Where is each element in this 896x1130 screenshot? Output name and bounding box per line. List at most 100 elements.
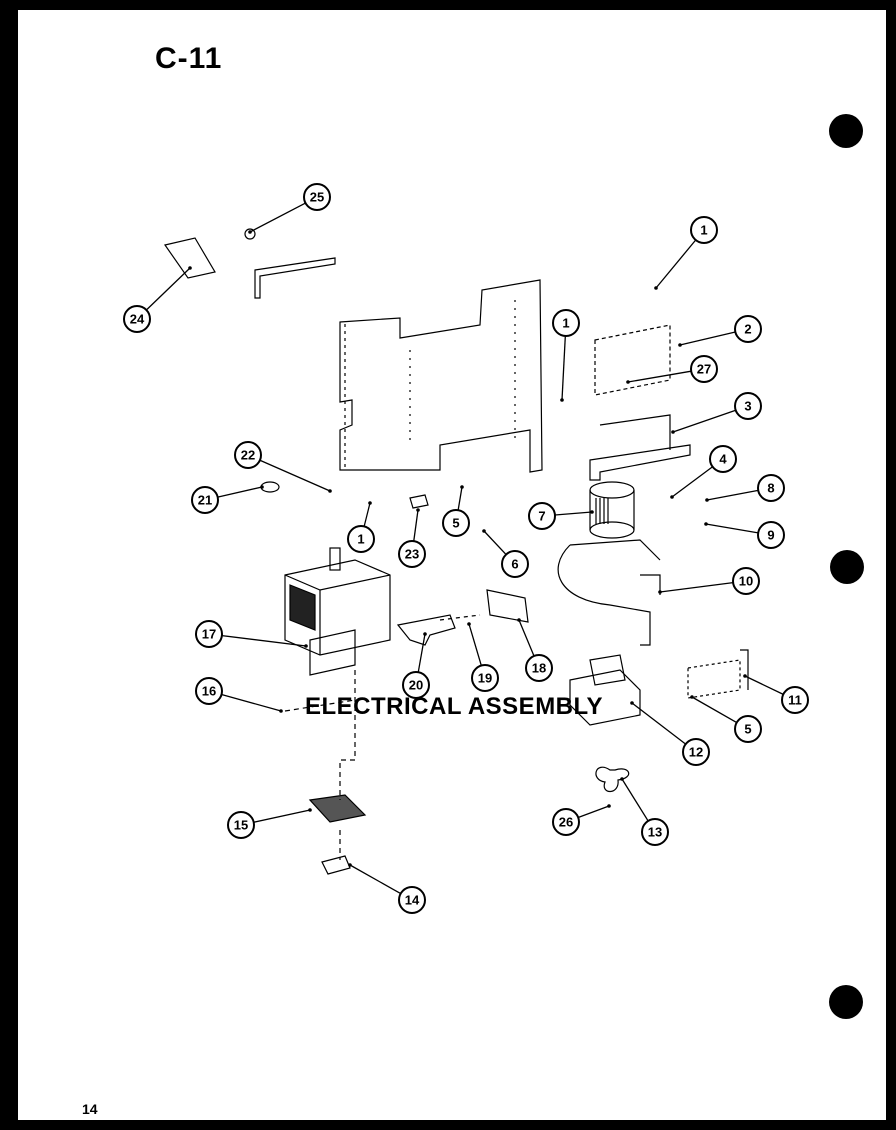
- callout-20: 20: [402, 632, 430, 699]
- leader-line: [249, 202, 306, 233]
- leader-line: [631, 702, 687, 745]
- part-15-grille: [308, 794, 367, 823]
- callout-circle: [195, 620, 223, 648]
- callout-circle: [471, 664, 499, 692]
- leader-line: [561, 335, 566, 401]
- callout-label: 15: [234, 818, 248, 833]
- leader-tip: [517, 618, 521, 622]
- callout-circle: [402, 671, 430, 699]
- callout-5: 5: [442, 485, 470, 537]
- binder-hole-middle: [830, 550, 864, 584]
- leader-tip: [248, 230, 252, 234]
- callout-circle: [552, 808, 580, 836]
- callout-circle: [442, 509, 470, 537]
- callout-10: 10: [658, 567, 760, 595]
- callout-label: 21: [198, 493, 212, 508]
- leader-line: [659, 582, 734, 593]
- leader-tip: [560, 398, 564, 402]
- callout-19: 19: [467, 622, 499, 692]
- page-code: C-11: [155, 42, 223, 75]
- callout-circle: [398, 886, 426, 914]
- leader-line: [655, 239, 697, 289]
- callout-15: 15: [227, 808, 312, 839]
- part-23-block: [409, 494, 429, 509]
- callout-5: 5: [690, 695, 762, 743]
- leader-tip: [304, 644, 308, 648]
- callout-circle: [347, 525, 375, 553]
- callout-14: 14: [348, 863, 426, 914]
- callout-circle: [781, 686, 809, 714]
- chassis-panel: [339, 279, 543, 473]
- callout-16: 16: [195, 677, 283, 713]
- callout-circle: [757, 474, 785, 502]
- callout-label: 27: [697, 362, 711, 377]
- leader-line: [672, 409, 736, 433]
- leader-line: [705, 523, 759, 534]
- callout-circle: [690, 216, 718, 244]
- callout-label: 4: [719, 452, 727, 467]
- leader-line: [413, 509, 419, 542]
- callout-label: 1: [562, 316, 569, 331]
- leader-line: [417, 633, 426, 673]
- callout-label: 1: [700, 223, 707, 238]
- callout-label: 17: [202, 627, 216, 642]
- leader-line: [259, 459, 331, 492]
- callout-13: 13: [620, 777, 669, 846]
- callout-8: 8: [705, 474, 785, 502]
- leader-line: [671, 466, 713, 498]
- drawing-sheet: [18, 10, 886, 1120]
- callout-label: 16: [202, 684, 216, 699]
- leader-tip: [590, 510, 594, 514]
- leader-tip: [423, 632, 427, 636]
- callout-circle: [501, 550, 529, 578]
- callout-circle: [552, 309, 580, 337]
- callout-9: 9: [704, 521, 785, 549]
- leader-tip: [743, 674, 747, 678]
- callout-label: 25: [310, 190, 324, 205]
- callout-6: 6: [482, 529, 529, 578]
- part-12-motor: [569, 654, 641, 726]
- leader-tip: [626, 380, 630, 384]
- callout-18: 18: [517, 618, 553, 682]
- callout-circle: [734, 315, 762, 343]
- callout-circle: [690, 355, 718, 383]
- callout-1: 1: [347, 501, 375, 553]
- callout-label: 24: [130, 312, 145, 327]
- callout-label: 11: [788, 693, 802, 708]
- callout-21: 21: [191, 485, 264, 514]
- callout-circle: [734, 715, 762, 743]
- leader-tip: [308, 808, 312, 812]
- leader-tip: [188, 266, 192, 270]
- callout-circle: [195, 677, 223, 705]
- part-10-blower-housing: [557, 539, 661, 646]
- leader-line: [679, 331, 736, 346]
- leader-line: [744, 675, 784, 695]
- leader-line: [145, 267, 191, 311]
- leader-tip: [658, 590, 662, 594]
- leader-line: [457, 486, 463, 511]
- leader-tip: [467, 622, 471, 626]
- callout-circle: [641, 818, 669, 846]
- callout-24: 24: [123, 266, 192, 333]
- callout-circle: [528, 502, 556, 530]
- callout-label: 2: [744, 322, 751, 337]
- part-20-bracket: [396, 614, 456, 646]
- callout-27: 27: [626, 355, 718, 384]
- leader-tip: [368, 501, 372, 505]
- leader-tip: [690, 695, 694, 699]
- callout-label: 26: [559, 815, 573, 830]
- callout-circle: [732, 567, 760, 595]
- leader-line: [349, 864, 401, 895]
- callout-label: 14: [405, 893, 420, 908]
- part-7-motor: [589, 481, 635, 539]
- leader-line: [554, 511, 593, 516]
- callout-7: 7: [528, 502, 594, 530]
- leader-line: [706, 489, 759, 501]
- callout-circle: [303, 183, 331, 211]
- leader-tip: [482, 529, 486, 533]
- callout-circle: [398, 540, 426, 568]
- leader-line: [221, 634, 307, 647]
- callout-26: 26: [552, 804, 611, 836]
- callout-11: 11: [743, 674, 809, 714]
